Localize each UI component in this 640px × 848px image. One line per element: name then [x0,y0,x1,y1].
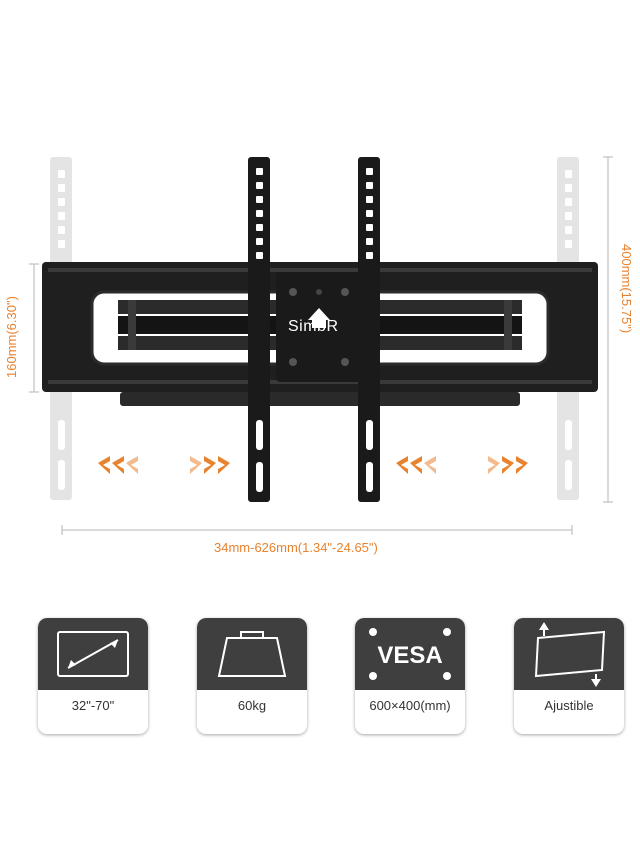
lower-bracket [120,392,520,406]
feature-label-adjustable: Ajustible [544,698,594,713]
width-range-label: 34mm-626mm(1.34"-24.65") [214,540,378,555]
feature-card-vesa: VESA 600×400(mm) [355,618,465,734]
dimension-lines [29,156,613,535]
vesa-badge-text: VESA [377,642,442,669]
feature-cards: 32"-70" 60kg VESA 600×400(mm) Ajustible [0,612,640,742]
feature-label-vesa: 600×400(mm) [369,698,451,713]
chevrons-right-pair [396,456,528,474]
feature-card-weight: 60kg [197,618,307,734]
tv-rail-left [248,157,270,502]
height-max-label: 400mm(15.75") [619,244,634,334]
feature-card-adjustable: Ajustible [514,618,624,734]
chevrons-left-pair [98,456,230,474]
brand-logo: SimbR [288,318,339,335]
height-min-label: 160mm(6.30") [4,296,19,378]
screen-size-icon [57,631,129,677]
feature-card-screen-size: 32"-70" [38,618,148,734]
weight-icon [217,631,287,677]
feature-label-weight: 60kg [237,698,267,713]
center-hub [276,272,362,382]
mount-illustration [29,156,613,535]
adjustable-icon [534,622,606,687]
vesa-icon: VESA [369,628,451,680]
tv-rail-right [358,157,380,502]
product-diagram: SimbR 160mm(6.30") 400mm(15.75") 34mm-62… [4,156,634,555]
feature-label-screen-size: 32"-70" [71,698,115,713]
